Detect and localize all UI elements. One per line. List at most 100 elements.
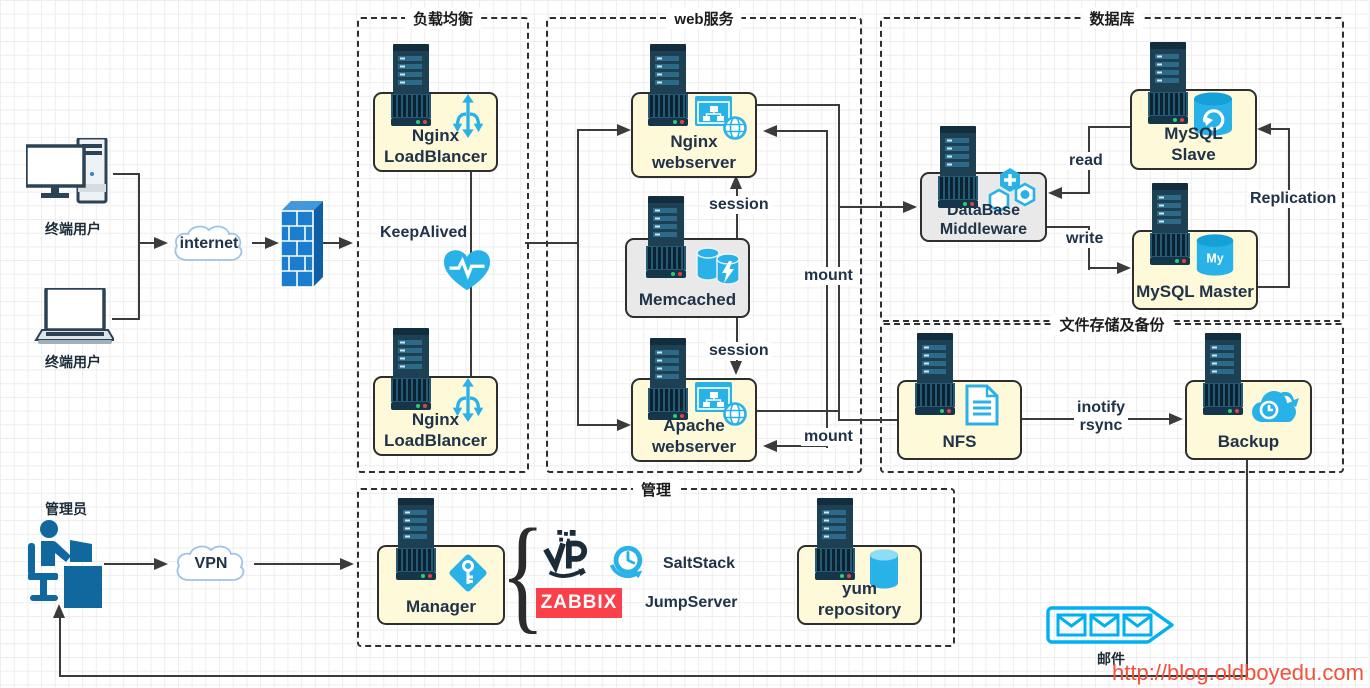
node-box — [625, 238, 750, 318]
saltstack-clock-icon — [606, 540, 648, 586]
connector — [579, 129, 619, 131]
connector-to-admin — [59, 616, 61, 677]
cache-db-icon — [695, 243, 743, 287]
vpn-cloud: VPN — [166, 540, 256, 588]
session-label-bottom: session — [706, 342, 772, 361]
node-manager: Manager — [377, 545, 505, 625]
node-nfs: NFS — [897, 380, 1022, 460]
server-tower-icon — [391, 328, 431, 410]
read-label: read — [1066, 152, 1106, 171]
group-management: 管理 — [357, 479, 955, 647]
connector-nfs-mount — [838, 419, 898, 421]
group-title-web-services: web服务 — [666, 8, 742, 29]
cloud-backup-icon — [1247, 384, 1299, 426]
jumpserver-label: JumpServer — [645, 594, 738, 611]
arrowhead — [730, 175, 742, 189]
connector — [138, 173, 140, 320]
arrowhead — [53, 604, 65, 618]
connector — [776, 130, 828, 132]
arrowhead — [730, 361, 742, 375]
internet-cloud: internet — [164, 220, 254, 268]
arrowhead — [763, 125, 777, 137]
mount-label-top: mount — [801, 267, 856, 286]
node-label: Memcached — [638, 289, 737, 309]
connector — [757, 104, 840, 106]
server-tower-icon — [1150, 183, 1190, 265]
connector — [321, 242, 341, 244]
vpn-label: VPN — [194, 555, 228, 572]
key-diamond-icon — [445, 550, 491, 596]
arrowhead — [265, 237, 279, 249]
replication-label: Replication — [1247, 190, 1340, 209]
connector-read — [1061, 192, 1089, 194]
connector-replication — [1258, 286, 1290, 288]
connector-session-down — [736, 318, 738, 364]
end-user-desktop-label: 终端用户 — [45, 221, 101, 237]
connector — [140, 242, 156, 244]
connector — [826, 130, 828, 448]
server-tower-icon — [396, 498, 436, 580]
server-tower-icon — [938, 126, 978, 208]
arrowhead — [763, 440, 777, 452]
connector-write — [1090, 267, 1120, 269]
laptop-icon — [34, 288, 114, 346]
arrowhead — [1169, 413, 1183, 425]
internet-label: internet — [179, 235, 239, 252]
connector — [757, 410, 840, 412]
connector — [104, 563, 156, 565]
server-tower-icon — [815, 498, 855, 580]
node-backup: Backup — [1185, 380, 1312, 460]
admin-label: 管理员 — [45, 501, 87, 517]
node-label: NFS — [942, 431, 977, 451]
server-tower-icon — [648, 44, 688, 126]
mail-icon — [1046, 605, 1176, 645]
arrowhead — [1257, 123, 1271, 135]
arrowhead — [339, 237, 353, 249]
node-memcached: Memcached — [625, 238, 750, 318]
firewall-icon — [281, 199, 323, 289]
arrowhead — [1048, 187, 1062, 199]
admin-at-desk-icon — [24, 518, 104, 608]
watermark-url: http://blog.oldboyedu.com — [1112, 660, 1364, 685]
group-title-management: 管理 — [632, 479, 680, 500]
arrowhead — [617, 419, 631, 431]
keepalived-label: KeepAlived — [380, 224, 468, 241]
server-tower-icon — [1148, 42, 1188, 124]
connector — [577, 129, 579, 426]
node-label: Backup — [1217, 431, 1280, 451]
server-tower-icon — [1203, 333, 1243, 415]
connector — [579, 424, 619, 426]
arrowhead — [1117, 262, 1131, 274]
server-tower-icon — [648, 338, 688, 420]
inotify-rsync-label: inotify rsync — [1074, 399, 1128, 436]
node-label: Manager — [406, 596, 476, 616]
write-label: write — [1063, 230, 1107, 249]
connector — [252, 242, 266, 244]
group-file-storage-backup: 文件存储及备份 — [880, 314, 1344, 473]
server-tower-icon — [915, 333, 955, 415]
connector-backup-down — [1246, 460, 1248, 677]
zabbix-badge: ZABBIX — [536, 588, 622, 618]
server-tower-icon — [391, 44, 431, 126]
connector — [112, 318, 140, 320]
file-icon — [963, 384, 1001, 426]
connector — [838, 104, 840, 421]
connector — [840, 206, 904, 208]
saltstack-label: SaltStack — [663, 555, 736, 572]
group-web-services: web服务 — [546, 8, 862, 473]
node-mysql-master: MySQL Master — [1132, 230, 1258, 310]
